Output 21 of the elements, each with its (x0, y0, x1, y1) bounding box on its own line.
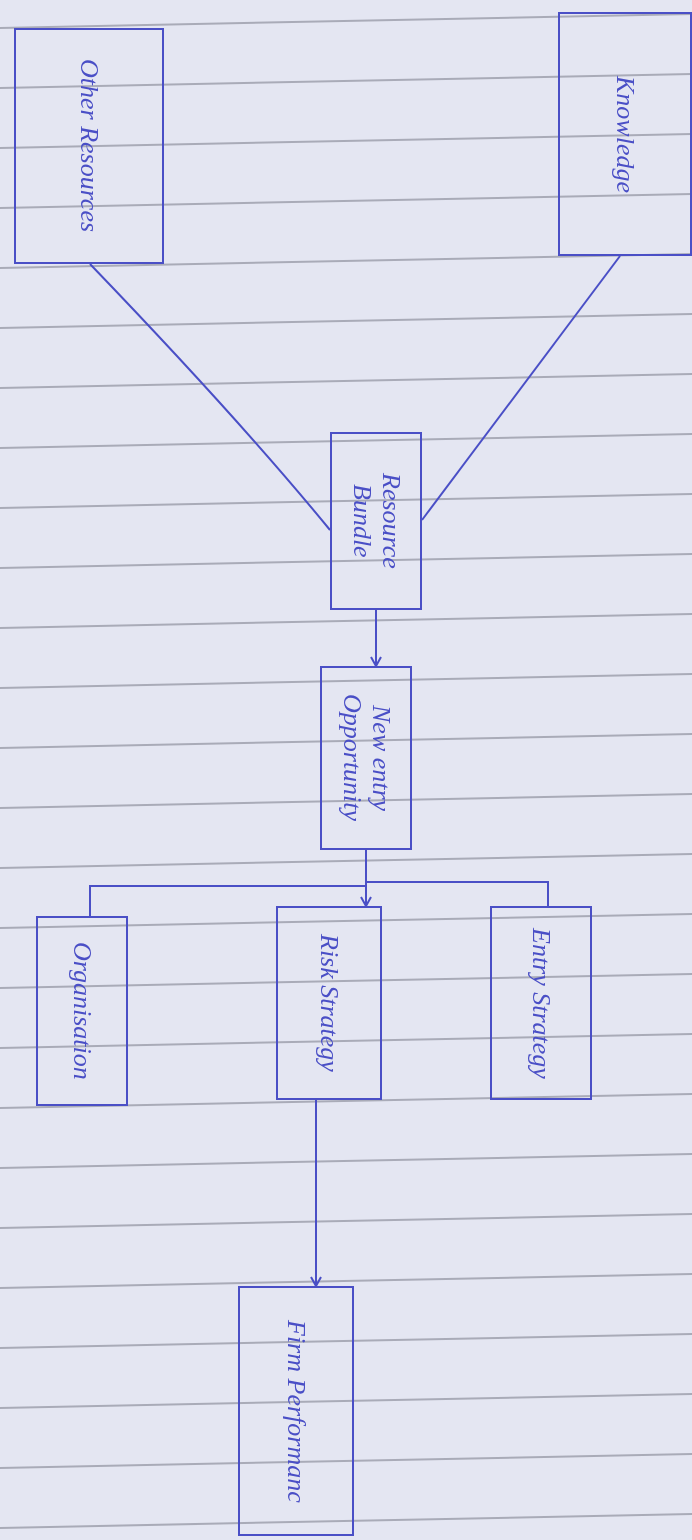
arrow (310, 1099, 322, 1287)
process-box (276, 906, 382, 1100)
box-label: Risk Strategy (314, 934, 344, 1072)
box-label: Other Resources (74, 59, 104, 233)
process-box (238, 1286, 354, 1536)
process-box (330, 432, 422, 610)
process-box (490, 906, 592, 1100)
box-label: Organisation (67, 942, 97, 1080)
arrow (370, 609, 382, 667)
connector-line (89, 263, 331, 531)
box-label: Entry Strategy (526, 927, 556, 1079)
box-label: Knowledge (610, 75, 640, 193)
process-box (36, 916, 128, 1106)
box-label: Resource Bundle (347, 472, 405, 571)
box-label: New entry Opportunity (337, 693, 395, 824)
process-box (320, 666, 412, 850)
box-label: Firm Performanc (281, 1319, 311, 1503)
process-box (558, 12, 692, 256)
connector-line (421, 255, 621, 521)
connector-line (365, 849, 549, 907)
process-box (14, 28, 164, 264)
